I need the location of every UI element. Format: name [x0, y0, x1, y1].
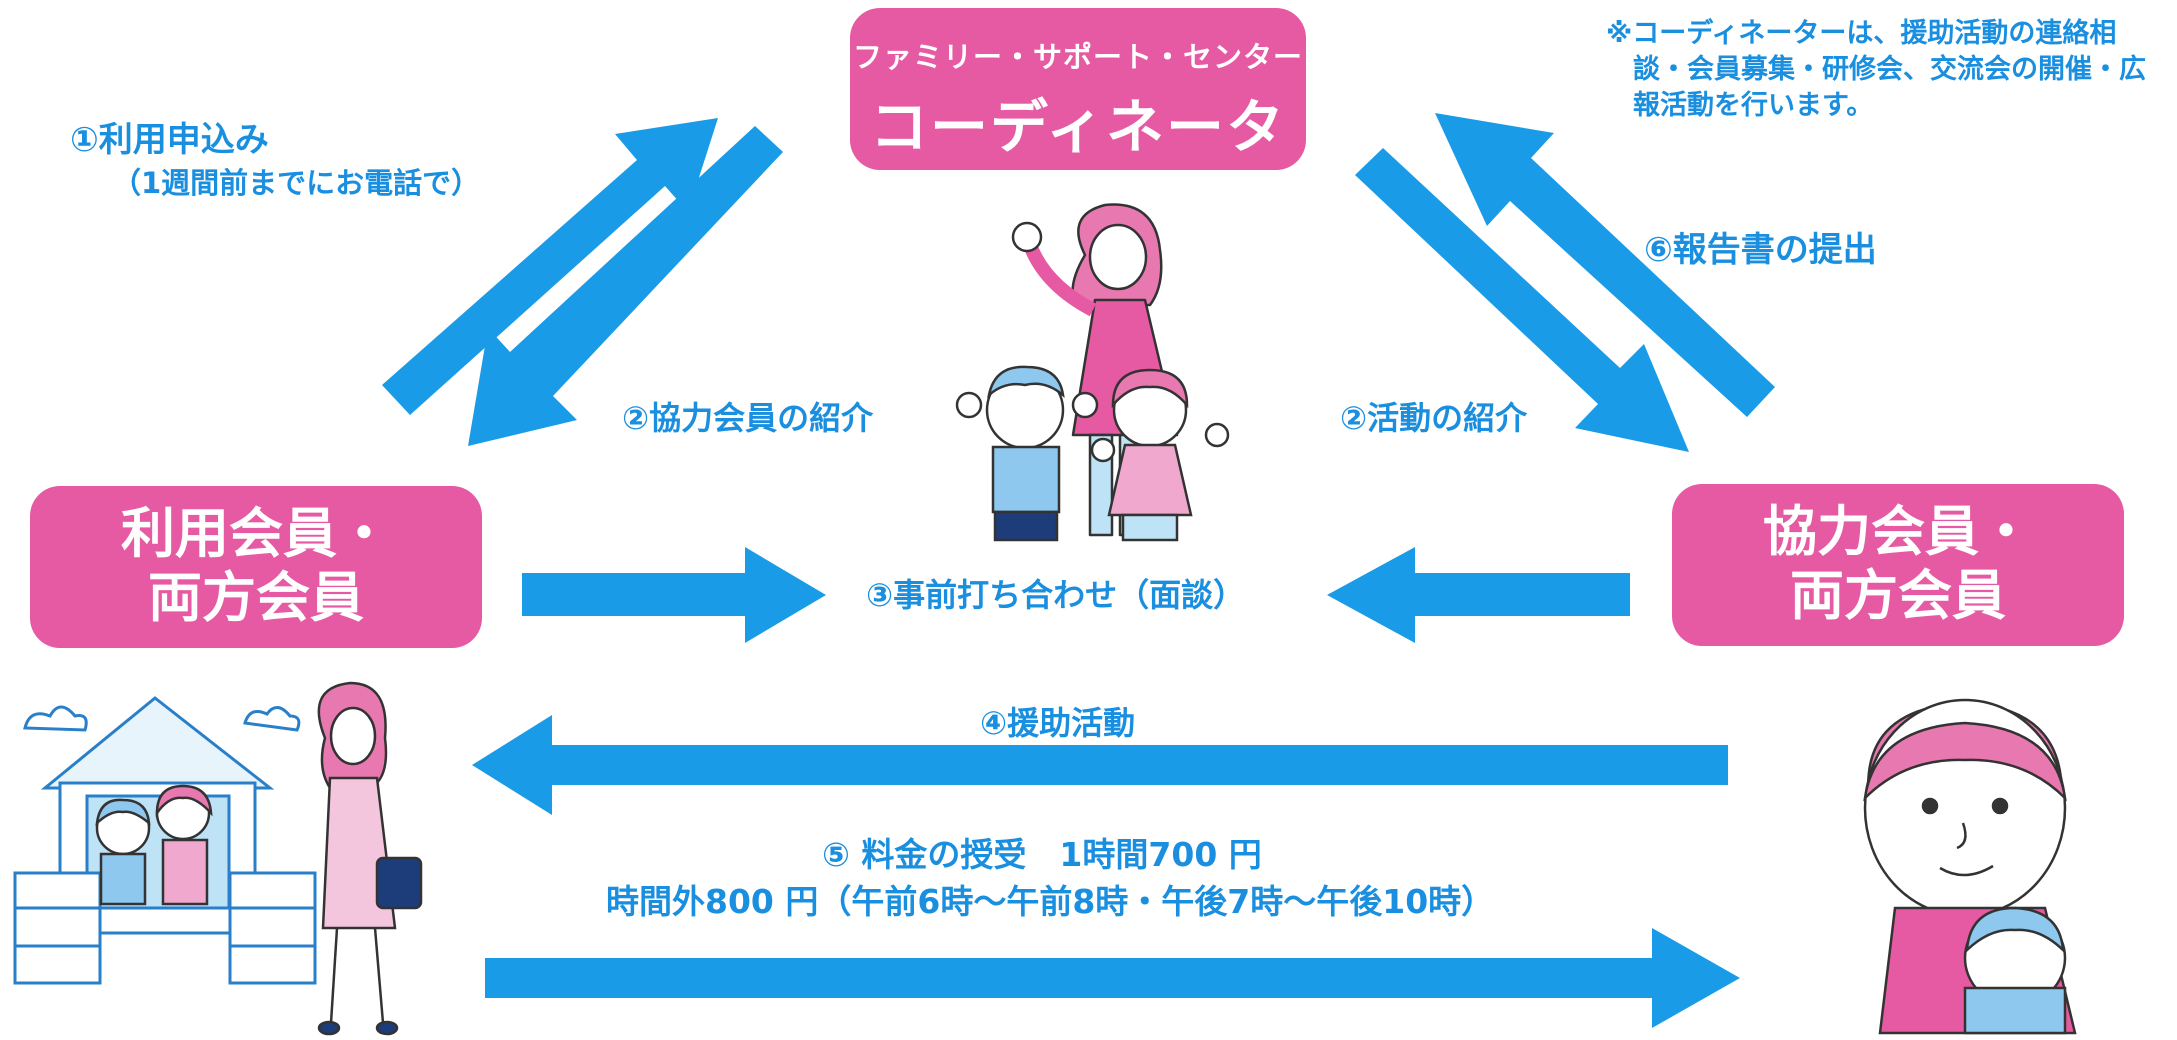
- step-5-label-line-2: 時間外800 円（午前6時～午前8時・午後7時～午後10時）: [606, 882, 1495, 921]
- step-5-label-line-1: ⑤ 料金の授受 1時間700 円: [822, 835, 1262, 874]
- helper-member-box: 協力会員・ 両方会員: [1672, 484, 2124, 646]
- helper-illustration: [1863, 698, 2077, 1035]
- step-6-label: ⑥報告書の提出: [1644, 230, 1877, 270]
- step-2-left-label: ②協力会員の紹介: [622, 399, 874, 437]
- arrow-fee-payment: [485, 928, 1740, 1028]
- family-illustration: [955, 203, 1230, 542]
- coordinator-note: ※コーディネーターは、援助活動の連絡相 談・会員募集・研修会、交流会の開催・広 …: [1606, 16, 2146, 124]
- arrow-introduce-left: [468, 126, 783, 446]
- helper-member-line-2: 両方会員: [1790, 564, 2006, 627]
- step-4-label: ④援助活動: [980, 704, 1136, 742]
- helper-member-line-1: 協力会員・: [1763, 500, 2033, 563]
- note-line-2: 談・会員募集・研修会、交流会の開催・広: [1633, 54, 2146, 85]
- step-1-label: ①利用申込み: [70, 120, 269, 160]
- coordinator-subtitle: ファミリー・サポート・センター: [852, 40, 1303, 74]
- user-member-line-1: 利用会員・: [121, 502, 391, 565]
- arrow-support-activity: [472, 715, 1728, 815]
- user-family-illustration: [13, 681, 423, 1036]
- arrow-apply: [382, 118, 718, 415]
- step-3-label: ③事前打ち合わせ（面談）: [866, 576, 1246, 614]
- user-member-box: 利用会員・ 両方会員: [30, 486, 482, 648]
- step-2-right-label: ②活動の紹介: [1340, 399, 1528, 437]
- arrow-meeting-from-right: [1327, 547, 1630, 643]
- note-line-1: ※コーディネーターは、援助活動の連絡相: [1606, 18, 2117, 49]
- user-member-line-2: 両方会員: [148, 566, 364, 629]
- arrow-introduce-right: [1355, 148, 1689, 452]
- note-line-3: 報活動を行います。: [1633, 90, 1874, 121]
- step-1-sublabel: （1週間前までにお電話で）: [112, 166, 481, 200]
- arrow-report: [1435, 113, 1775, 417]
- coordinator-box: ファミリー・サポート・センター コーディネーター: [850, 8, 1306, 245]
- arrow-meeting-from-left: [522, 547, 826, 643]
